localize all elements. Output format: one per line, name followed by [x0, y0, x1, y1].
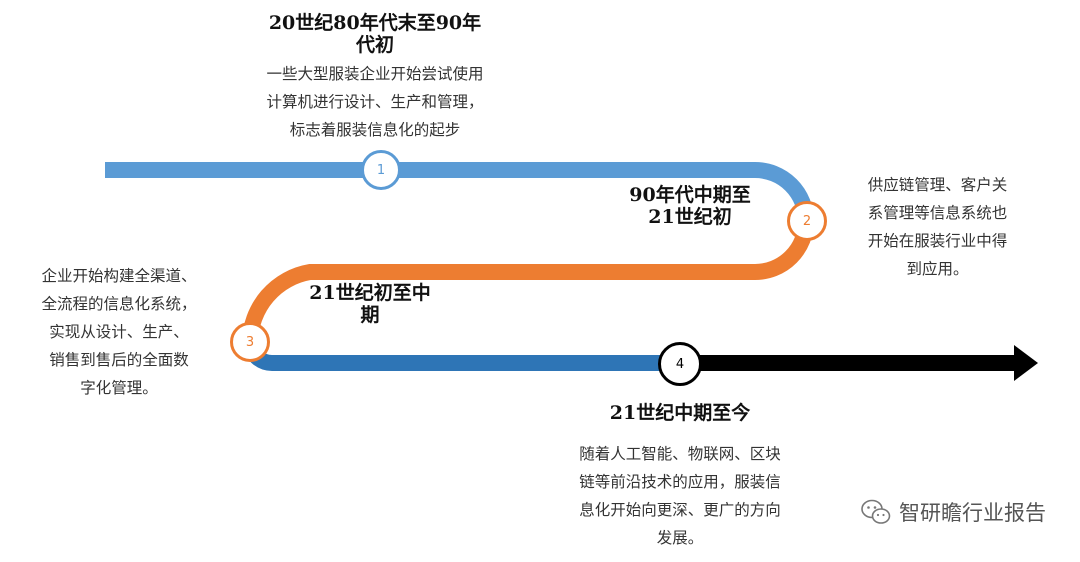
stage-3-title: 21世纪初至中 期	[309, 282, 431, 326]
band-segment-3	[242, 340, 680, 372]
wechat-icon	[861, 499, 891, 524]
stage-number-3: 3	[245, 334, 255, 350]
watermark-text: 智研瞻行业报告	[899, 501, 1046, 525]
stage-2-description: 供应链管理、客户关 系管理等信息系统也 开始在服装行业中得 到应用。	[867, 176, 1008, 278]
arrow-head	[1014, 345, 1038, 381]
stage-1-title: 20世纪80年代末至90年 代初	[268, 12, 482, 56]
band-segment-2	[242, 220, 814, 343]
stage-2-title: 90年代中期至 21世纪初	[629, 184, 751, 228]
stage-marker-3: 3	[230, 322, 270, 362]
stage-marker-2: 2	[787, 201, 827, 241]
stage-3-description: 企业开始构建全渠道、 全流程的信息化系统， 实现从设计、生产、 销售到售后的全面…	[41, 267, 197, 397]
stage-4-title: 21世纪中期至今	[609, 402, 751, 424]
stage-number-1: 1	[376, 162, 386, 178]
stage-marker-4: 4	[658, 342, 702, 386]
stage-marker-1: 1	[361, 150, 401, 190]
arrow-shaft	[678, 355, 1016, 371]
stage-number-2: 2	[802, 213, 812, 229]
stage-4-description: 随着人工智能、物联网、区块 链等前沿技术的应用，服装信 息化开始向更深、更广的方…	[579, 445, 781, 547]
stage-number-4: 4	[675, 356, 685, 372]
stage-1-description: 一些大型服装企业开始尝试使用 计算机进行设计、生产和管理， 标志着服装信息化的起…	[266, 65, 484, 139]
watermark: 智研瞻行业报告	[861, 497, 1046, 527]
